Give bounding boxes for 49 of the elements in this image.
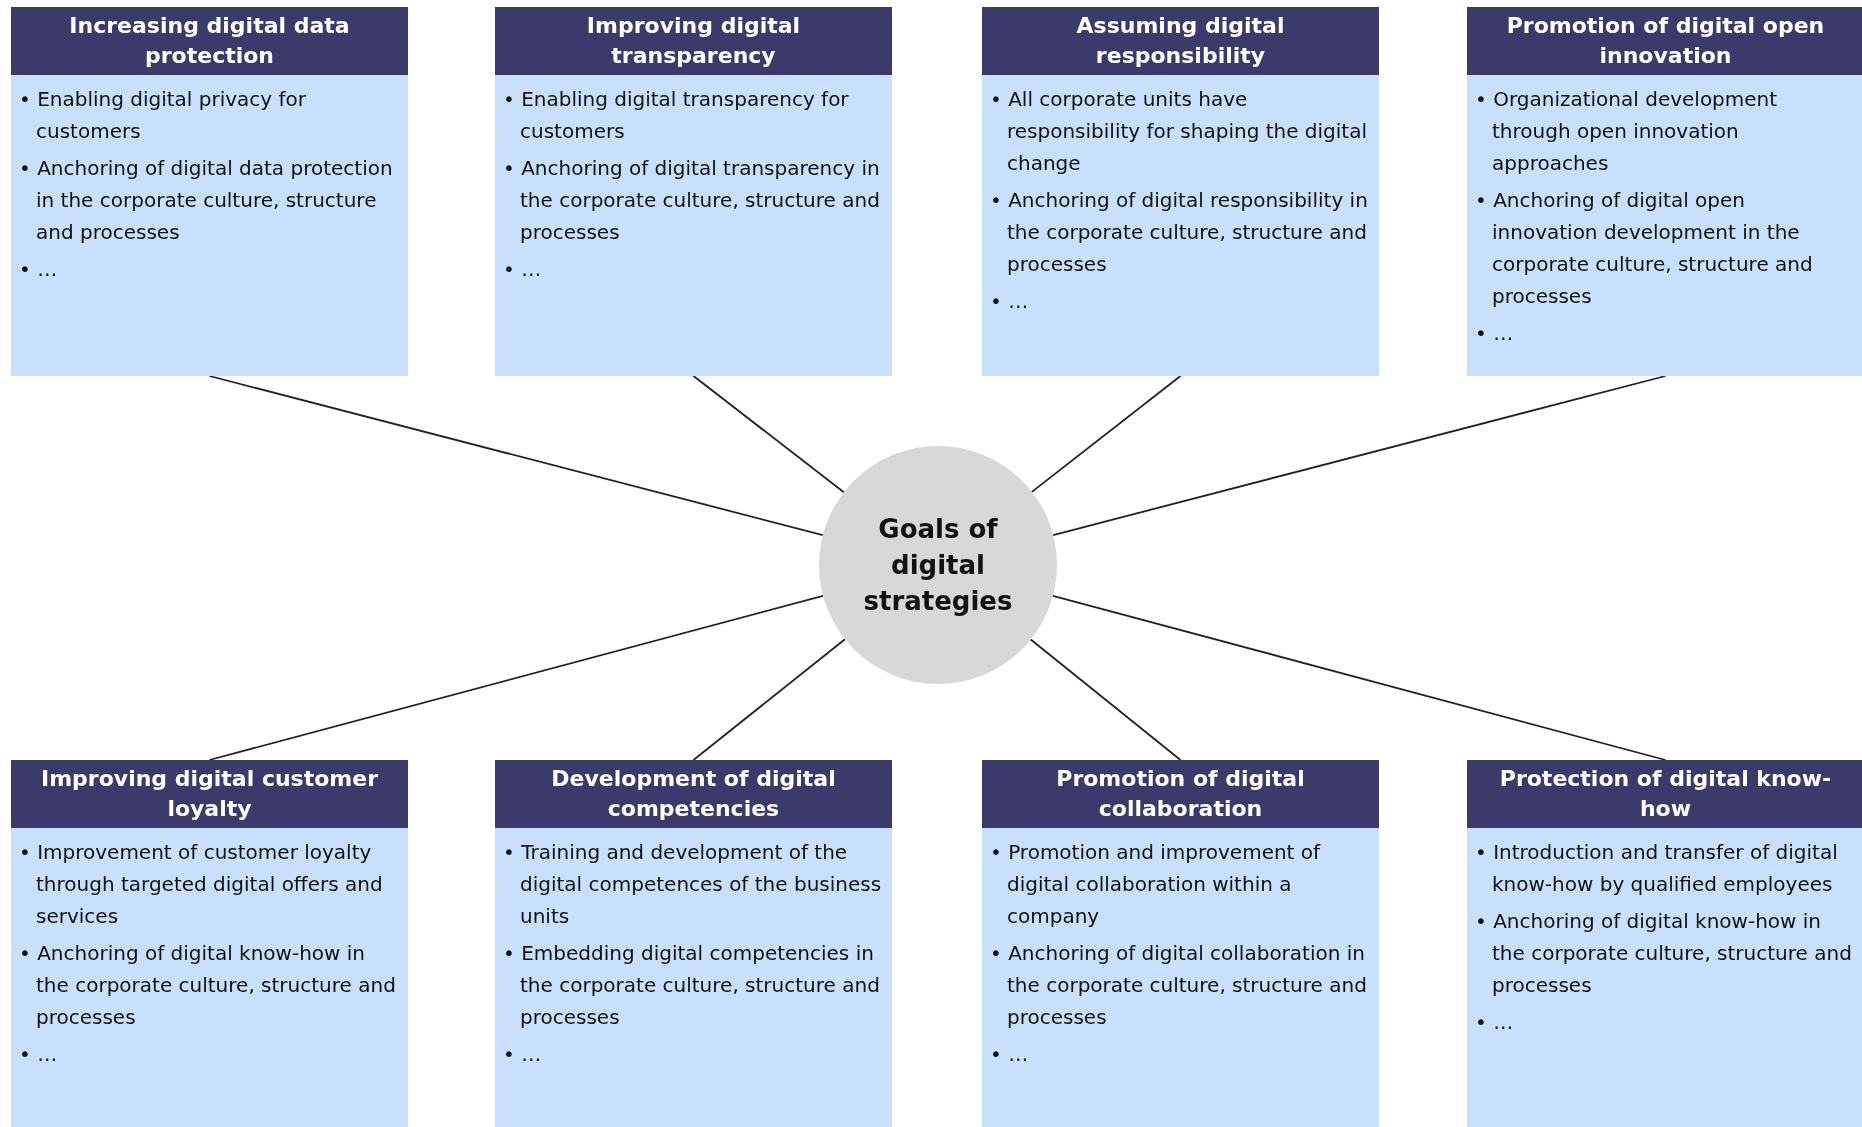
bullet-item: • Anchoring of digital responsibility in the corporate culture, structure and processes (990, 187, 1369, 278)
goal-card (982, 760, 1379, 1127)
bullet-item: • Promotion and improvement of digital collaboration within a company (990, 839, 1322, 930)
bullet-item: • Embedding digital competencies in the corporate culture, structure and processes (503, 940, 881, 1031)
bullet-item: • … (990, 288, 1030, 315)
goal-card (11, 760, 408, 1127)
bullet-item: • Anchoring of digital know-how in the corporate culture, structure and processes (1475, 908, 1853, 999)
connector-line (1052, 375, 1667, 536)
connector-line (1029, 638, 1182, 761)
connector-line (1052, 594, 1667, 761)
goal-card (1467, 760, 1862, 1127)
card-header: Increasing digital data protection (11, 7, 408, 75)
card-header: Development of digital competencies (495, 760, 892, 828)
goal-card (495, 7, 892, 376)
goal-card (982, 7, 1379, 376)
bullet-item: • Anchoring of digital transparency in the corporate culture, structure and processes (503, 155, 881, 246)
card-header: Assuming digital responsibility (982, 7, 1379, 75)
bullet-item: • Anchoring of digital know-how in the corporate culture, structure and processes (19, 940, 397, 1031)
card-header: Promotion of digital open innovation (1467, 7, 1862, 75)
bullet-item: • Enabling digital privacy for customers (19, 86, 308, 145)
circle-label: Goals of digital strategies (863, 513, 1013, 618)
bullet-item: • Anchoring of digital data protection in the corporate culture, structure and processes (19, 155, 394, 246)
bullet-item: • Improvement of customer loyalty through targeted digital offers and services (19, 839, 384, 930)
bullet-item: • Training and development of the digital competences of the business units (503, 839, 883, 930)
bullet-item: • Organizational development through open innovation approaches (1475, 86, 1779, 177)
bullet-item: • Introduction and transfer of digital know-how by qualified employees (1475, 839, 1839, 898)
connector-line (208, 375, 824, 536)
goal-card (1467, 7, 1862, 376)
connector-line (1030, 375, 1182, 493)
goal-card (495, 760, 892, 1127)
bullet-item: • Anchoring of digital collaboration in the corporate culture, structure and processes (990, 940, 1368, 1031)
connector-line (692, 375, 845, 494)
bullet-item: • Anchoring of digital open innovation development in the corporate culture, structure and processes (1475, 187, 1814, 310)
bullet-item: • … (990, 1041, 1030, 1068)
bullet-item: • … (1475, 1009, 1515, 1036)
goal-card (11, 7, 408, 376)
bullet-item: • … (19, 256, 59, 283)
card-header: Improving digital customer loyalty (11, 760, 408, 828)
bullet-item: • Enabling digital transparency for customers (503, 86, 850, 145)
card-header: Promotion of digital collaboration (982, 760, 1379, 828)
bullet-item: • … (503, 256, 543, 283)
card-header: Improving digital transparency (495, 7, 892, 75)
card-header: Protection of digital know-how (1467, 760, 1862, 828)
bullet-item: • … (503, 1041, 543, 1068)
connector-line (208, 594, 824, 761)
connector-line (692, 638, 846, 761)
bullet-item: • … (19, 1041, 59, 1068)
bullet-item: • All corporate units have responsibility for shaping the digital change (990, 86, 1369, 177)
bullet-item: • … (1475, 320, 1515, 347)
